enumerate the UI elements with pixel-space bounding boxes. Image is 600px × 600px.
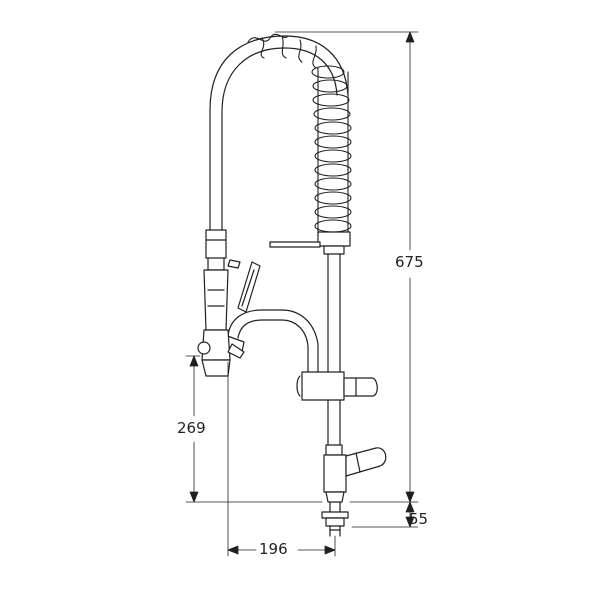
base-height-label: 55 xyxy=(409,510,429,528)
trigger-lever xyxy=(237,261,261,313)
dimension-spout-reach xyxy=(227,361,336,557)
spout-height-label: 269 xyxy=(177,419,206,437)
dimension-spout-height xyxy=(185,355,323,503)
arched-tube xyxy=(209,35,349,233)
dimension-base-height xyxy=(351,501,419,528)
spray-head xyxy=(197,229,245,377)
upper-valve xyxy=(296,371,378,401)
swivel-spout xyxy=(219,309,319,373)
lower-valve xyxy=(323,444,387,503)
spring-collar xyxy=(269,231,351,255)
spout-reach-label: 196 xyxy=(259,540,288,558)
coil-spring xyxy=(247,33,352,237)
dimension-overall-height xyxy=(274,31,419,503)
riser-pipe xyxy=(327,253,341,446)
overall-height-label: 675 xyxy=(395,253,424,271)
threaded-base xyxy=(321,501,349,537)
